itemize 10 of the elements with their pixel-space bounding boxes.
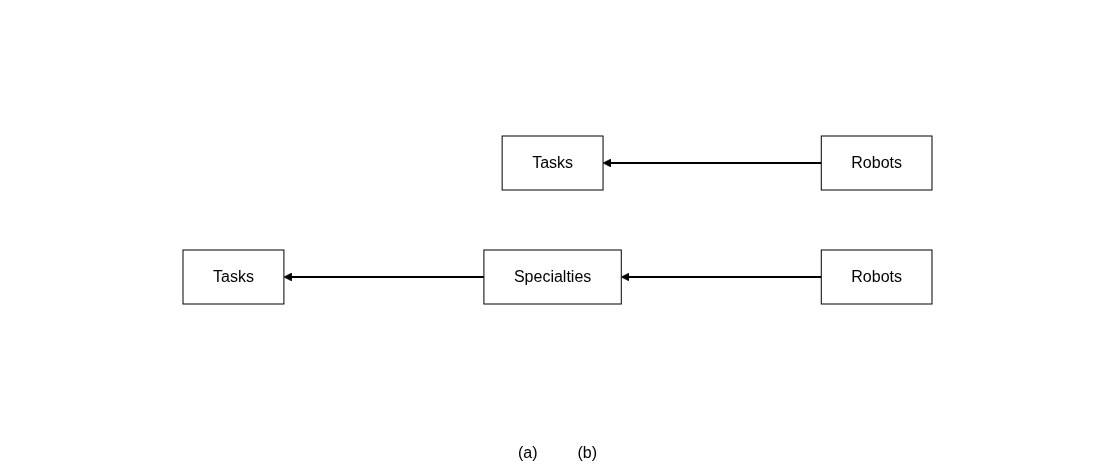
panel-label: (b) xyxy=(577,444,598,462)
node-box: Robots xyxy=(820,249,933,305)
arrow xyxy=(283,272,485,282)
arrow xyxy=(602,158,823,168)
node-box: Specialties xyxy=(483,249,622,305)
node-box: Robots xyxy=(820,135,933,191)
node-box: Tasks xyxy=(501,135,604,191)
panel-label: (a) xyxy=(517,444,538,462)
arrow xyxy=(620,272,823,282)
node-box: Tasks xyxy=(182,249,285,305)
